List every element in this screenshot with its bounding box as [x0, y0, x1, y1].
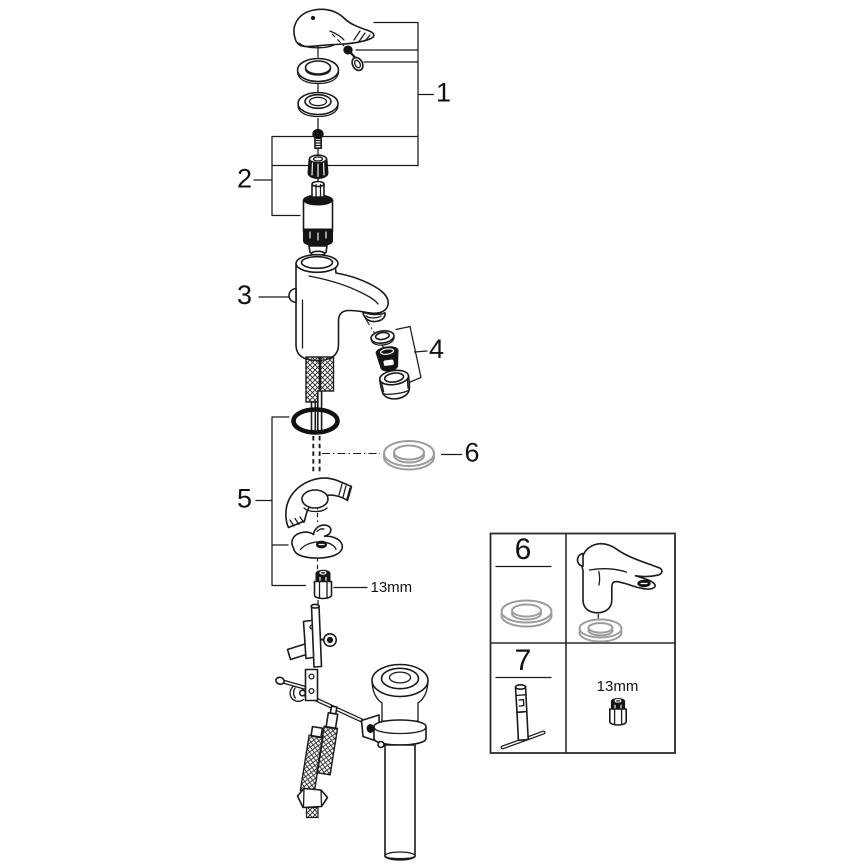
- faucet-body-part: [288, 253, 389, 362]
- handle-part: [293, 8, 375, 49]
- callout-bracket-5: [255, 416, 307, 587]
- wrench-size-label: 13mm: [371, 579, 413, 596]
- callout-bracket-2: [253, 135, 301, 217]
- inset-wrench-size-label: 13mm: [597, 678, 639, 695]
- supply-hoses-part: [296, 705, 339, 819]
- inset-label-6: 6: [515, 533, 532, 566]
- aerator-washer-part: [370, 330, 395, 346]
- drain-assembly-part: [360, 663, 429, 861]
- callout-4: 4: [429, 334, 444, 364]
- callout-2: 2: [237, 164, 252, 194]
- inset-faucet-icon: [576, 542, 663, 643]
- callout-3: 3: [237, 280, 252, 310]
- escutcheon-part: [285, 477, 353, 529]
- mounting-washer-part: [291, 524, 344, 559]
- inset-box: 6 7: [489, 532, 676, 754]
- inset-gasket-icon: [500, 599, 553, 628]
- handle-screw-part: [331, 33, 357, 59]
- cap-ring-part: [296, 57, 340, 85]
- callout-6: 6: [465, 438, 480, 468]
- cartridge-screw-part: [312, 128, 324, 149]
- connection-hoses-part: [305, 356, 335, 434]
- callout-line-6: [322, 452, 463, 456]
- callout-bracket-4: [395, 325, 428, 385]
- o-ring-part: [291, 407, 340, 435]
- mounting-nut-part: [313, 569, 333, 600]
- gasket-part: [383, 440, 435, 471]
- lift-rod-part: [286, 603, 337, 668]
- callout-5: 5: [237, 484, 252, 514]
- inset-nut-icon: [609, 698, 627, 726]
- callout-bracket-1: [271, 21, 435, 167]
- inset-label-7: 7: [515, 644, 532, 677]
- pivot-rod-part: [275, 668, 380, 730]
- inset-mounting-tool-icon: [500, 683, 546, 750]
- inset-cell-6: 6: [495, 533, 553, 628]
- inset-cell-7: 7: [495, 644, 552, 750]
- handle-plug-part: [351, 56, 364, 72]
- cartridge-nut-part: [307, 154, 329, 180]
- callout-1: 1: [436, 78, 451, 108]
- cartridge-part: [302, 180, 334, 257]
- aerator-housing-part: [378, 369, 411, 400]
- inset-size-cell: 13mm: [597, 678, 639, 726]
- dome-ring-part: [297, 91, 339, 118]
- aerator-insert-part: [375, 346, 399, 372]
